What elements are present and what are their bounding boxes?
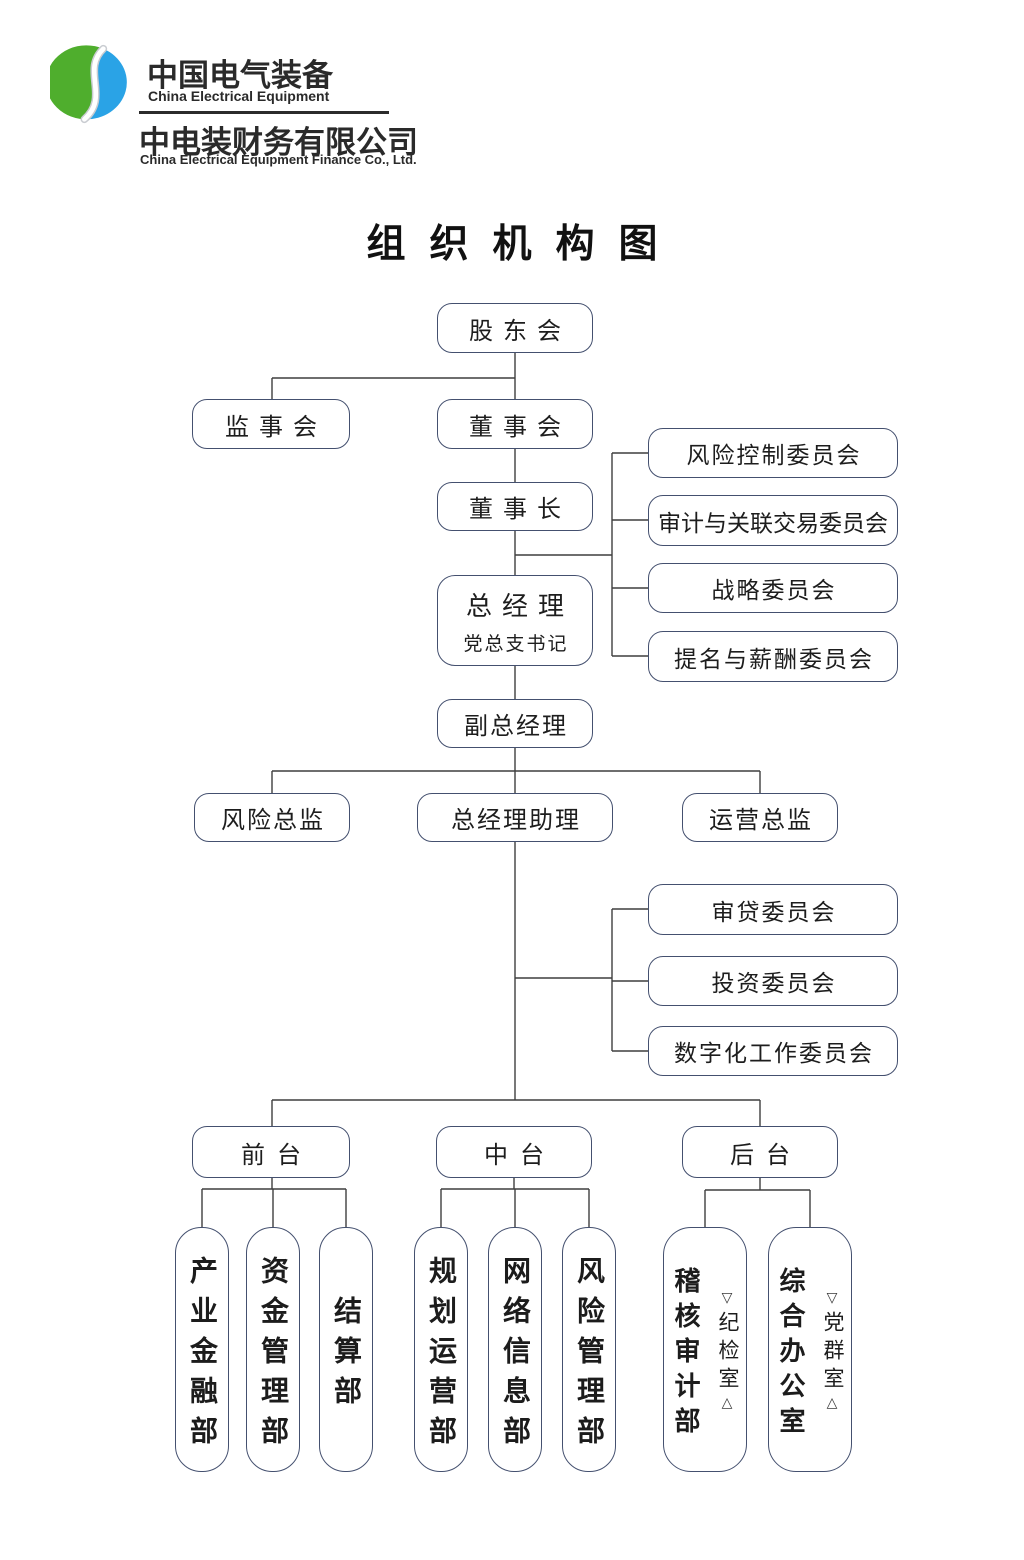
node-dept-general-office-party: 综合办公室 ▽ 党群室 △ — [768, 1227, 852, 1472]
node-dept-planning-operations: 规划运营部 — [414, 1227, 468, 1472]
node-general-manager: 总经理 党总支书记 — [437, 575, 593, 666]
node-dept-industrial-finance: 产业金融部 — [175, 1227, 229, 1472]
node-committee-strategy: 战略委员会 — [648, 563, 898, 613]
node-dept-network-information: 网络信息部 — [488, 1227, 542, 1472]
node-chairman: 董事长 — [437, 482, 593, 531]
node-committee-credit-review: 审贷委员会 — [648, 884, 898, 935]
node-dept-audit-discipline: 稽核审计部 ▽ 纪检室 △ — [663, 1227, 747, 1472]
node-front-office: 前台 — [192, 1126, 350, 1178]
paren-close-icon: △ — [826, 1394, 838, 1410]
company-name-cn: 中电装财务有限公司 — [139, 125, 418, 160]
header-divider — [139, 111, 389, 114]
paren-close-icon: △ — [721, 1394, 733, 1410]
paren-open-icon: ▽ — [826, 1289, 838, 1305]
node-middle-office: 中台 — [436, 1126, 592, 1178]
page-title: 组织机构图 — [366, 223, 682, 266]
node-board-of-supervisors: 监事会 — [192, 399, 350, 449]
brand-name-en: China Electrical Equipment — [148, 88, 330, 104]
company-logo-icon — [50, 44, 127, 124]
node-committee-investment: 投资委员会 — [648, 956, 898, 1006]
node-dept-risk-management: 风险管理部 — [562, 1227, 616, 1472]
node-board-of-directors: 董事会 — [437, 399, 593, 449]
node-committee-audit-related-transactions: 审计与关联交易委员会 — [648, 495, 898, 546]
node-back-office: 后台 — [682, 1126, 838, 1178]
node-committee-risk-control: 风险控制委员会 — [648, 428, 898, 478]
node-committee-nomination-remuneration: 提名与薪酬委员会 — [648, 631, 898, 682]
paren-open-icon: ▽ — [721, 1289, 733, 1305]
company-name-en: China Electrical Equipment Finance Co., … — [140, 152, 417, 167]
brand-name-cn: 中国电气装备 — [147, 58, 333, 93]
node-gm-assistant: 总经理助理 — [417, 793, 613, 842]
node-shareholders-meeting: 股东会 — [437, 303, 593, 353]
node-dept-settlement: 结算部 — [319, 1227, 373, 1472]
node-operations-director: 运营总监 — [682, 793, 838, 842]
node-committee-digitalization: 数字化工作委员会 — [648, 1026, 898, 1076]
node-deputy-general-manager: 副总经理 — [437, 699, 593, 748]
node-dept-treasury-management: 资金管理部 — [246, 1227, 300, 1472]
node-risk-director: 风险总监 — [194, 793, 350, 842]
